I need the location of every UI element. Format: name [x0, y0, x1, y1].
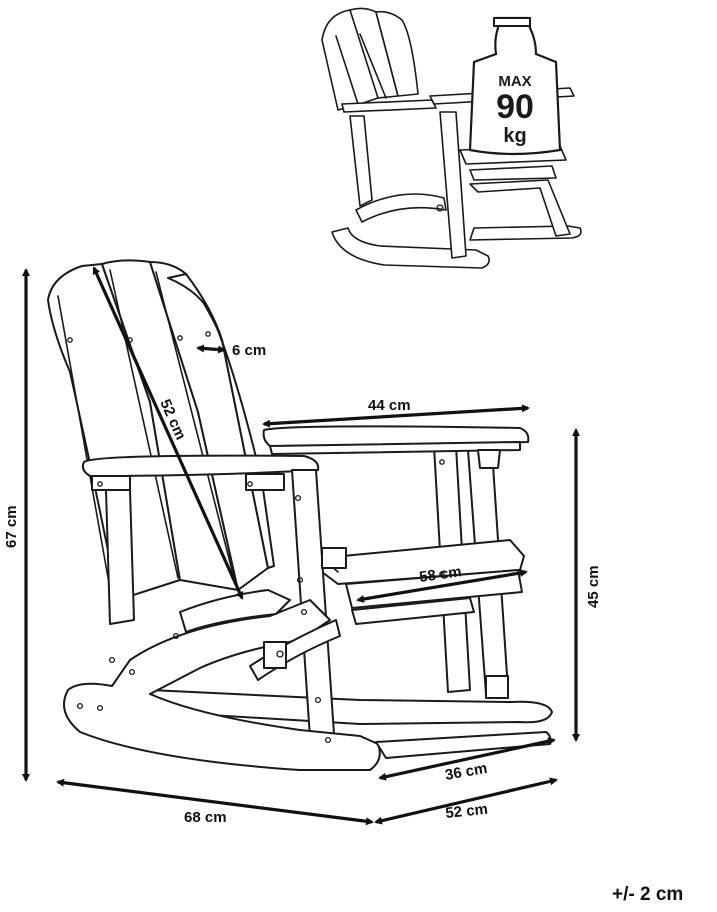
base-depth-arrow	[378, 737, 556, 781]
total-width-arrow	[374, 777, 558, 825]
seat-height-label: 45 cm	[585, 565, 602, 608]
backrest-length-arrow	[92, 266, 244, 600]
armrest-length-arrow	[262, 404, 530, 428]
total-length-label: 68 cm	[184, 809, 227, 826]
weight-max-label: MAX	[498, 73, 531, 90]
weight-icon: MAX 90 kg	[468, 16, 562, 156]
weight-value: 90	[496, 88, 534, 126]
dimension-arrow-icon	[22, 266, 580, 826]
slat-width-label: 6 cm	[232, 342, 266, 359]
total-width-label: 52 cm	[445, 801, 489, 822]
armrest-length-label: 44 cm	[368, 397, 411, 414]
seat-width-arrow	[356, 569, 528, 603]
small-chair-icon: MAX 90 kg	[321, 7, 582, 269]
weight-unit: kg	[503, 125, 526, 147]
slat-width-arrow	[196, 344, 226, 354]
tolerance-label: +/- 2 cm	[612, 884, 683, 905]
total-length-arrow	[56, 778, 374, 826]
seat-width-label: 58 cm	[418, 563, 462, 586]
total-height-label: 67 cm	[3, 505, 20, 548]
